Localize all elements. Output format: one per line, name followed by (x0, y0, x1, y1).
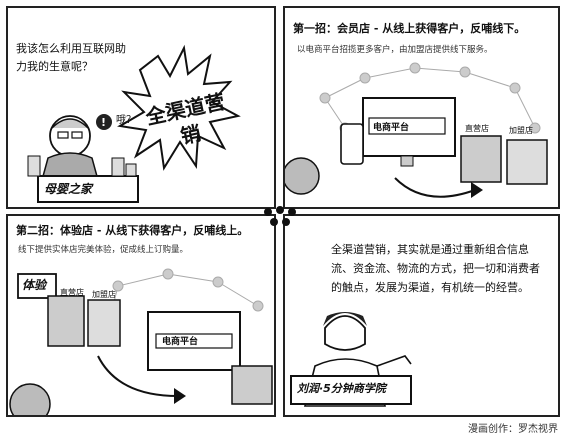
panel3-store-label-2: 加盟店 (92, 290, 116, 299)
experience-sign (17, 273, 57, 299)
store-3 (47, 295, 85, 347)
panel3-title: 第二招：体验店 - 从线下获得客户，反哺线上。 (16, 224, 249, 237)
counter-sign: 母婴之家 (44, 182, 93, 196)
panel2-screen-text: 电商平台 (373, 123, 410, 133)
center-dots (264, 206, 296, 226)
panel2-title: 第一招：会员店 - 从线上获得客户，反哺线下。 (293, 22, 526, 35)
alert-icon (96, 114, 112, 130)
credit-text: 漫画创作：罗杰视界 (468, 424, 558, 435)
panel3-subtitle: 线下提供实体店完美体验，促成线上订购量。 (18, 245, 189, 255)
panel3-person (9, 383, 51, 415)
panel2-illustration (285, 62, 548, 198)
panel3-store-label-1: 直营店 (60, 288, 84, 297)
shop-counter (37, 175, 139, 203)
panel3-illustration (9, 268, 273, 415)
store-4 (87, 299, 121, 347)
burst-shape (117, 44, 241, 171)
panel2-store-label-2: 加盟店 (509, 126, 533, 135)
panel1-illustration: ! (27, 44, 241, 203)
name-plate (290, 375, 412, 405)
panel-1: 我该怎么利用互联网助力我的生意呢？ ! 哦？ 全渠道营销 母婴之家 (6, 6, 276, 209)
panel-2: 第一招：会员店 - 从线上获得客户，反哺线下。 以电商平台招揽更多客户，由加盟店… (283, 6, 560, 209)
svg-text:!: ! (101, 116, 106, 129)
panel2-subtitle: 以电商平台招揽更多客户，由加盟店提供线下服务。 (297, 45, 493, 55)
panel4-name-tag: 刘润·5分钟商学院 (297, 382, 386, 395)
panel3-sign-text: 体验 (22, 278, 47, 292)
panel-4: 全渠道营销，其实就是通过重新组合信息流、资金流、物流的方式，把一切和消费者的触点… (283, 214, 560, 417)
store-1 (460, 135, 502, 183)
panel-3: 第二招：体验店 - 从线下获得客户，反哺线上。 线下提供实体店完美体验，促成线上… (6, 214, 276, 417)
panel1-exclaim: 哦？ (116, 115, 136, 126)
shop-owner-figure (41, 115, 99, 181)
panel3-screen-text: 电商平台 (162, 337, 199, 347)
store-2 (506, 139, 548, 185)
panel2-person (285, 157, 320, 195)
delivery-truck (231, 365, 273, 405)
panel4-illustration (290, 312, 412, 407)
panel2-store-label-1: 直营店 (465, 124, 489, 133)
panel1-question: 我该怎么利用互联网助力我的生意呢？ (16, 42, 126, 73)
panel4-speech: 全渠道营销，其实就是通过重新组合信息流、资金流、物流的方式，把一切和消费者的触点… (331, 243, 540, 294)
